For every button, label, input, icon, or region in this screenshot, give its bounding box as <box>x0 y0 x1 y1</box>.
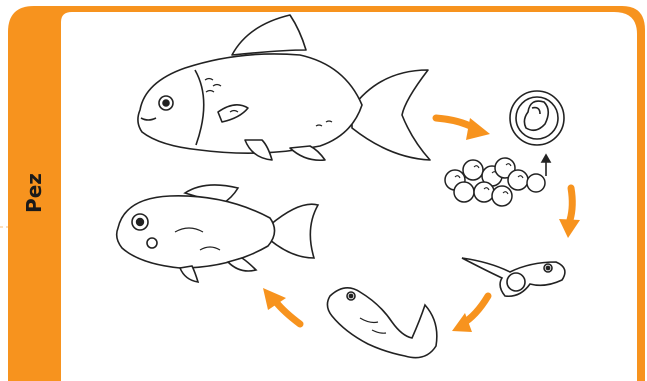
side-label: Pez <box>22 173 46 213</box>
arrow-eggs-to-larva <box>570 188 572 220</box>
egg-closeup-illustration <box>510 91 564 145</box>
